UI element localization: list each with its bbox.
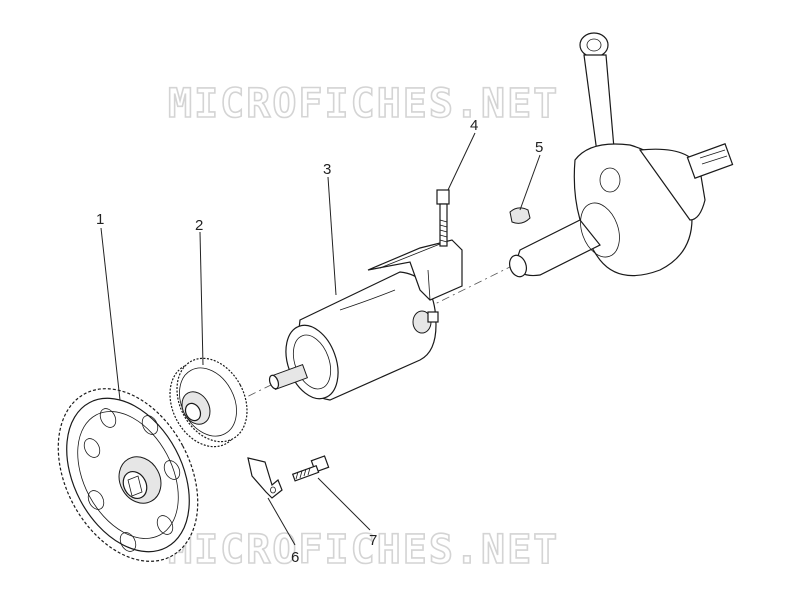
callout-6: 6 xyxy=(291,549,299,566)
starter-motor[interactable] xyxy=(268,239,463,406)
callout-3: 3 xyxy=(323,161,331,178)
leader-line-7 xyxy=(317,477,371,531)
cable-clip[interactable] xyxy=(247,457,283,499)
leader-line-1 xyxy=(100,227,121,401)
leader-line-3 xyxy=(327,176,337,296)
leader-line-5 xyxy=(519,154,541,211)
leader-line-4 xyxy=(447,132,476,191)
watermark-top: MICROFICHES.NET xyxy=(168,81,559,127)
key[interactable] xyxy=(509,207,531,224)
driven-gear[interactable] xyxy=(30,365,226,586)
bolt[interactable] xyxy=(291,455,330,482)
assembly-axis-line xyxy=(199,261,521,421)
leader-line-2 xyxy=(199,231,204,366)
callout-1: 1 xyxy=(96,211,104,228)
callout-7: 7 xyxy=(369,532,377,549)
leader-line-6 xyxy=(267,497,296,546)
callout-4: 4 xyxy=(470,117,478,134)
screw[interactable] xyxy=(436,189,450,247)
watermark-bottom: MICROFICHES.NET xyxy=(168,527,559,573)
intermediate-gear[interactable] xyxy=(156,346,261,459)
crankshaft[interactable] xyxy=(507,32,734,279)
callout-2: 2 xyxy=(195,217,203,234)
callout-5: 5 xyxy=(535,139,543,156)
